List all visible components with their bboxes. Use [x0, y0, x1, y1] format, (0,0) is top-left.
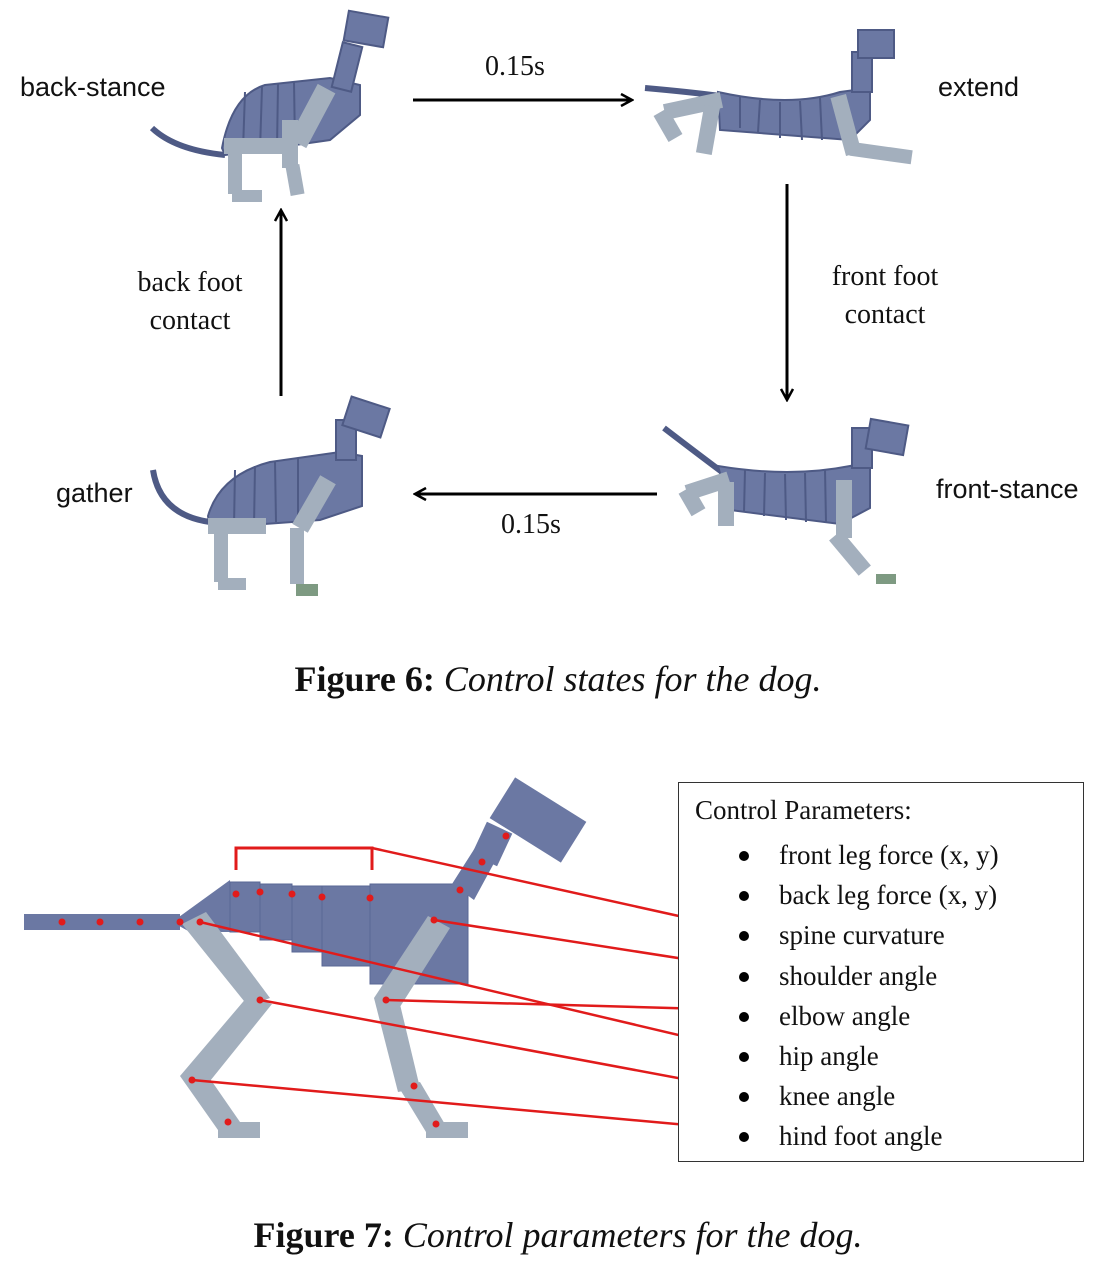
control-parameters-list: front leg force (x, y) back leg force (x…: [679, 835, 1083, 1157]
state-label-back-stance: back-stance: [20, 72, 166, 102]
transition-time-top: 0.15s: [485, 51, 545, 82]
parameter-item: hind foot angle: [679, 1116, 1083, 1156]
figure7-caption-text: Control parameters for the dog.: [402, 1215, 863, 1255]
parameter-item: spine curvature: [679, 915, 1083, 955]
state-label-gather: gather: [56, 478, 133, 508]
figure6-diagram: [149, 9, 913, 596]
state-label-front-stance: front-stance: [936, 474, 1079, 504]
transition-time-bottom: 0.15s: [501, 509, 561, 540]
parameter-item: shoulder angle: [679, 956, 1083, 996]
transition-front-foot-contact: front foot contact: [800, 258, 970, 334]
figure7-caption-label: Figure 7:: [253, 1215, 394, 1255]
control-parameters-title: Control Parameters:: [695, 795, 912, 825]
dog-front-stance-figure: [662, 417, 910, 584]
parameter-item: front leg force (x, y): [679, 835, 1083, 875]
state-label-extend: extend: [938, 72, 1020, 102]
parameter-item: hip angle: [679, 1036, 1083, 1076]
parameter-item: knee angle: [679, 1076, 1083, 1116]
control-parameters-box: Control Parameters: front leg force (x, …: [678, 782, 1084, 1162]
figure6-caption-label: Figure 6:: [294, 659, 435, 699]
figure7-caption: Figure 7: Control parameters for the dog…: [0, 1214, 1116, 1256]
dog-gather-figure: [150, 395, 391, 596]
transition-back-foot-line1: back foot: [137, 267, 243, 298]
transition-front-foot-line1: front foot: [831, 261, 939, 292]
figure6-caption-text: Control states for the dog.: [443, 659, 822, 699]
dog-back-stance-figure: [149, 9, 390, 202]
figure6-caption: Figure 6: Control states for the dog.: [0, 658, 1116, 700]
parameter-item: elbow angle: [679, 996, 1083, 1036]
transition-back-foot-line2: contact: [149, 305, 231, 336]
transition-front-foot-line2: contact: [844, 299, 926, 330]
transition-back-foot-contact: back foot contact: [110, 264, 270, 340]
parameter-item: back leg force (x, y): [679, 875, 1083, 915]
dog-extend-figure: [644, 29, 913, 165]
